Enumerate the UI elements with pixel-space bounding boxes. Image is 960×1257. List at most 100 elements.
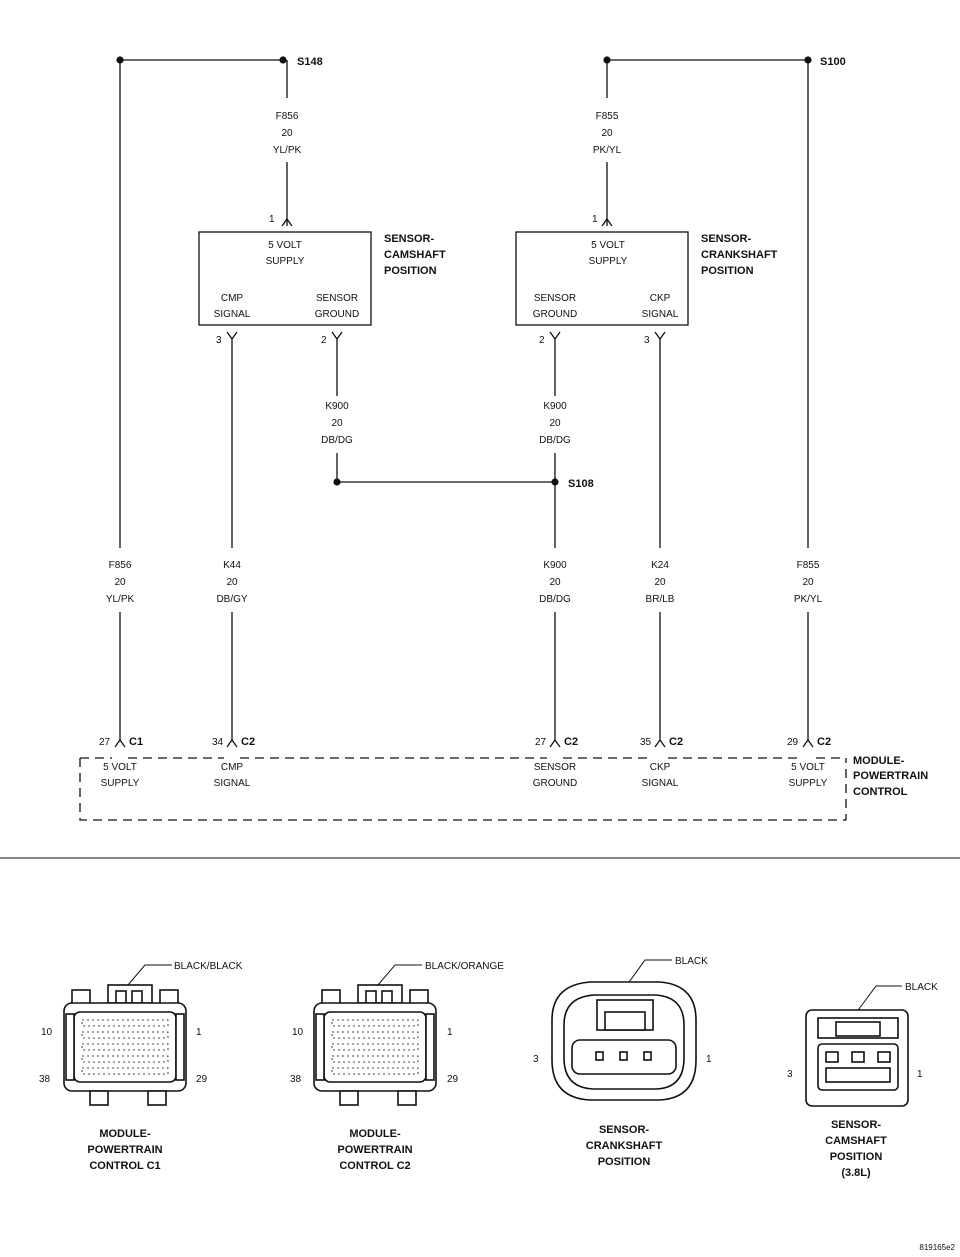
cmp-pin-supply: 1: [269, 214, 275, 225]
svg-text:K44: K44: [223, 560, 241, 571]
svg-text:1: 1: [196, 1027, 202, 1038]
ckp-pin-signal: 3: [644, 335, 650, 346]
svg-text:3: 3: [533, 1054, 539, 1065]
connector-view-pcm-c2: BLACK/ORANGE 10 1 38 29 MODULE- POWERTRA…: [290, 961, 504, 1172]
svg-text:BR/LB: BR/LB: [646, 594, 675, 605]
svg-text:K900: K900: [325, 401, 349, 412]
svg-text:CAMSHAFT: CAMSHAFT: [384, 249, 446, 261]
c1-pin-grid: [81, 1019, 169, 1075]
svg-text:29: 29: [787, 737, 799, 748]
svg-text:20: 20: [226, 577, 238, 588]
svg-text:20: 20: [549, 577, 561, 588]
svg-text:SENSOR-: SENSOR-: [599, 1124, 649, 1136]
svg-text:5 VOLT: 5 VOLT: [268, 240, 302, 251]
svg-text:K900: K900: [543, 560, 567, 571]
svg-text:10: 10: [41, 1027, 53, 1038]
c2-pin-grid: [331, 1019, 419, 1075]
pcm-pin-c2-34: 34 C2 CMP SIGNAL: [212, 736, 255, 789]
ckp-pin-supply: 1: [592, 214, 598, 225]
svg-text:SENSOR: SENSOR: [534, 762, 576, 773]
svg-text:SENSOR-: SENSOR-: [831, 1119, 881, 1131]
svg-text:F856: F856: [109, 560, 132, 571]
svg-text:20: 20: [114, 577, 126, 588]
splice-s100-label: S100: [820, 56, 846, 68]
svg-text:34: 34: [212, 737, 224, 748]
svg-text:CAMSHAFT: CAMSHAFT: [825, 1135, 887, 1147]
svg-text:SIGNAL: SIGNAL: [642, 778, 679, 789]
splice-s108-group: S108: [333, 478, 594, 490]
svg-text:20: 20: [331, 418, 343, 429]
svg-text:DB/DG: DB/DG: [539, 594, 571, 605]
svg-text:CKP: CKP: [650, 293, 671, 304]
svg-text:27: 27: [99, 737, 111, 748]
svg-text:POSITION: POSITION: [701, 265, 754, 277]
svg-text:29: 29: [447, 1074, 459, 1085]
svg-text:MODULE-: MODULE-: [99, 1128, 151, 1140]
pcm-pin-c2-35: 35 C2 CKP SIGNAL: [640, 736, 683, 789]
svg-text:BLACK: BLACK: [905, 982, 938, 993]
figure-id: 819165e2: [919, 1243, 955, 1252]
svg-text:K24: K24: [651, 560, 669, 571]
svg-text:3: 3: [787, 1069, 793, 1080]
svg-text:1: 1: [917, 1069, 923, 1080]
svg-text:MODULE-: MODULE-: [349, 1128, 401, 1140]
svg-text:20: 20: [281, 128, 293, 139]
svg-text:5 VOLT: 5 VOLT: [591, 240, 625, 251]
svg-text:C1: C1: [129, 736, 143, 748]
svg-text:K900: K900: [543, 401, 567, 412]
svg-text:35: 35: [640, 737, 652, 748]
connector-view-pcm-c1: BLACK/BLACK 10 1 38 29 MODULE- POWERTRAI…: [39, 961, 243, 1172]
svg-text:20: 20: [654, 577, 666, 588]
svg-text:CRANKSHAFT: CRANKSHAFT: [586, 1140, 663, 1152]
svg-text:F855: F855: [797, 560, 820, 571]
svg-text:CMP: CMP: [221, 293, 244, 304]
connector-view-cmp-sensor: BLACK 3 1 SENSOR- CAMSHAFT POSITION (3.8…: [787, 982, 938, 1179]
svg-text:1: 1: [706, 1054, 712, 1065]
wire-label-k900-pcm: K900 20 DB/DG: [539, 560, 571, 605]
ckp-sensor-box: 5 VOLT SUPPLY SENSOR GROUND CKP SIGNAL: [515, 231, 689, 326]
svg-text:SIGNAL: SIGNAL: [642, 309, 679, 320]
svg-text:29: 29: [196, 1074, 208, 1085]
wire-label-f856-lower: F856 20 YL/PK: [106, 560, 135, 605]
svg-text:SUPPLY: SUPPLY: [101, 778, 140, 789]
svg-text:CONTROL C1: CONTROL C1: [89, 1160, 160, 1172]
svg-text:SUPPLY: SUPPLY: [589, 256, 628, 267]
svg-text:5 VOLT: 5 VOLT: [791, 762, 825, 773]
cmp-sensor-title: SENSOR- CAMSHAFT POSITION: [384, 233, 446, 277]
svg-text:SIGNAL: SIGNAL: [214, 309, 251, 320]
svg-text:1: 1: [447, 1027, 453, 1038]
wire-label-f856-upper: F856 20 YL/PK: [273, 111, 302, 156]
svg-text:DB/GY: DB/GY: [216, 594, 247, 605]
svg-text:SENSOR-: SENSOR-: [384, 233, 434, 245]
svg-text:POWERTRAIN: POWERTRAIN: [337, 1144, 412, 1156]
svg-text:POSITION: POSITION: [830, 1151, 883, 1163]
svg-text:20: 20: [802, 577, 814, 588]
svg-text:C2: C2: [241, 736, 255, 748]
svg-text:SUPPLY: SUPPLY: [789, 778, 828, 789]
wire-label-f855-lower: F855 20 PK/YL: [794, 560, 823, 605]
splice-s100-group: S100: [603, 56, 846, 68]
cmp-pin-ground: 2: [321, 335, 327, 346]
cmp-sensor-box: 5 VOLT SUPPLY CMP SIGNAL SENSOR GROUND: [198, 231, 372, 326]
svg-text:CMP: CMP: [221, 762, 244, 773]
svg-text:5 VOLT: 5 VOLT: [103, 762, 137, 773]
pcm-pin-c1-27: 27 C1 5 VOLT SUPPLY: [99, 736, 143, 789]
wire-label-k24: K24 20 BR/LB: [646, 560, 675, 605]
svg-text:YL/PK: YL/PK: [106, 594, 135, 605]
svg-text:20: 20: [601, 128, 613, 139]
cmp-pin-signal: 3: [216, 335, 222, 346]
splice-s148-label: S148: [297, 56, 323, 68]
svg-text:BLACK: BLACK: [675, 956, 708, 967]
svg-text:20: 20: [549, 418, 561, 429]
svg-text:F856: F856: [276, 111, 299, 122]
svg-text:PK/YL: PK/YL: [593, 145, 622, 156]
svg-text:SIGNAL: SIGNAL: [214, 778, 251, 789]
svg-text:BLACK/ORANGE: BLACK/ORANGE: [425, 961, 504, 972]
svg-text:C2: C2: [564, 736, 578, 748]
svg-text:27: 27: [535, 737, 547, 748]
svg-text:GROUND: GROUND: [315, 309, 359, 320]
svg-text:MODULE-: MODULE-: [853, 755, 905, 767]
svg-text:CRANKSHAFT: CRANKSHAFT: [701, 249, 778, 261]
wire-label-k900-ckp: K900 20 DB/DG: [539, 401, 571, 446]
splice-s148-group: S148: [116, 56, 323, 68]
